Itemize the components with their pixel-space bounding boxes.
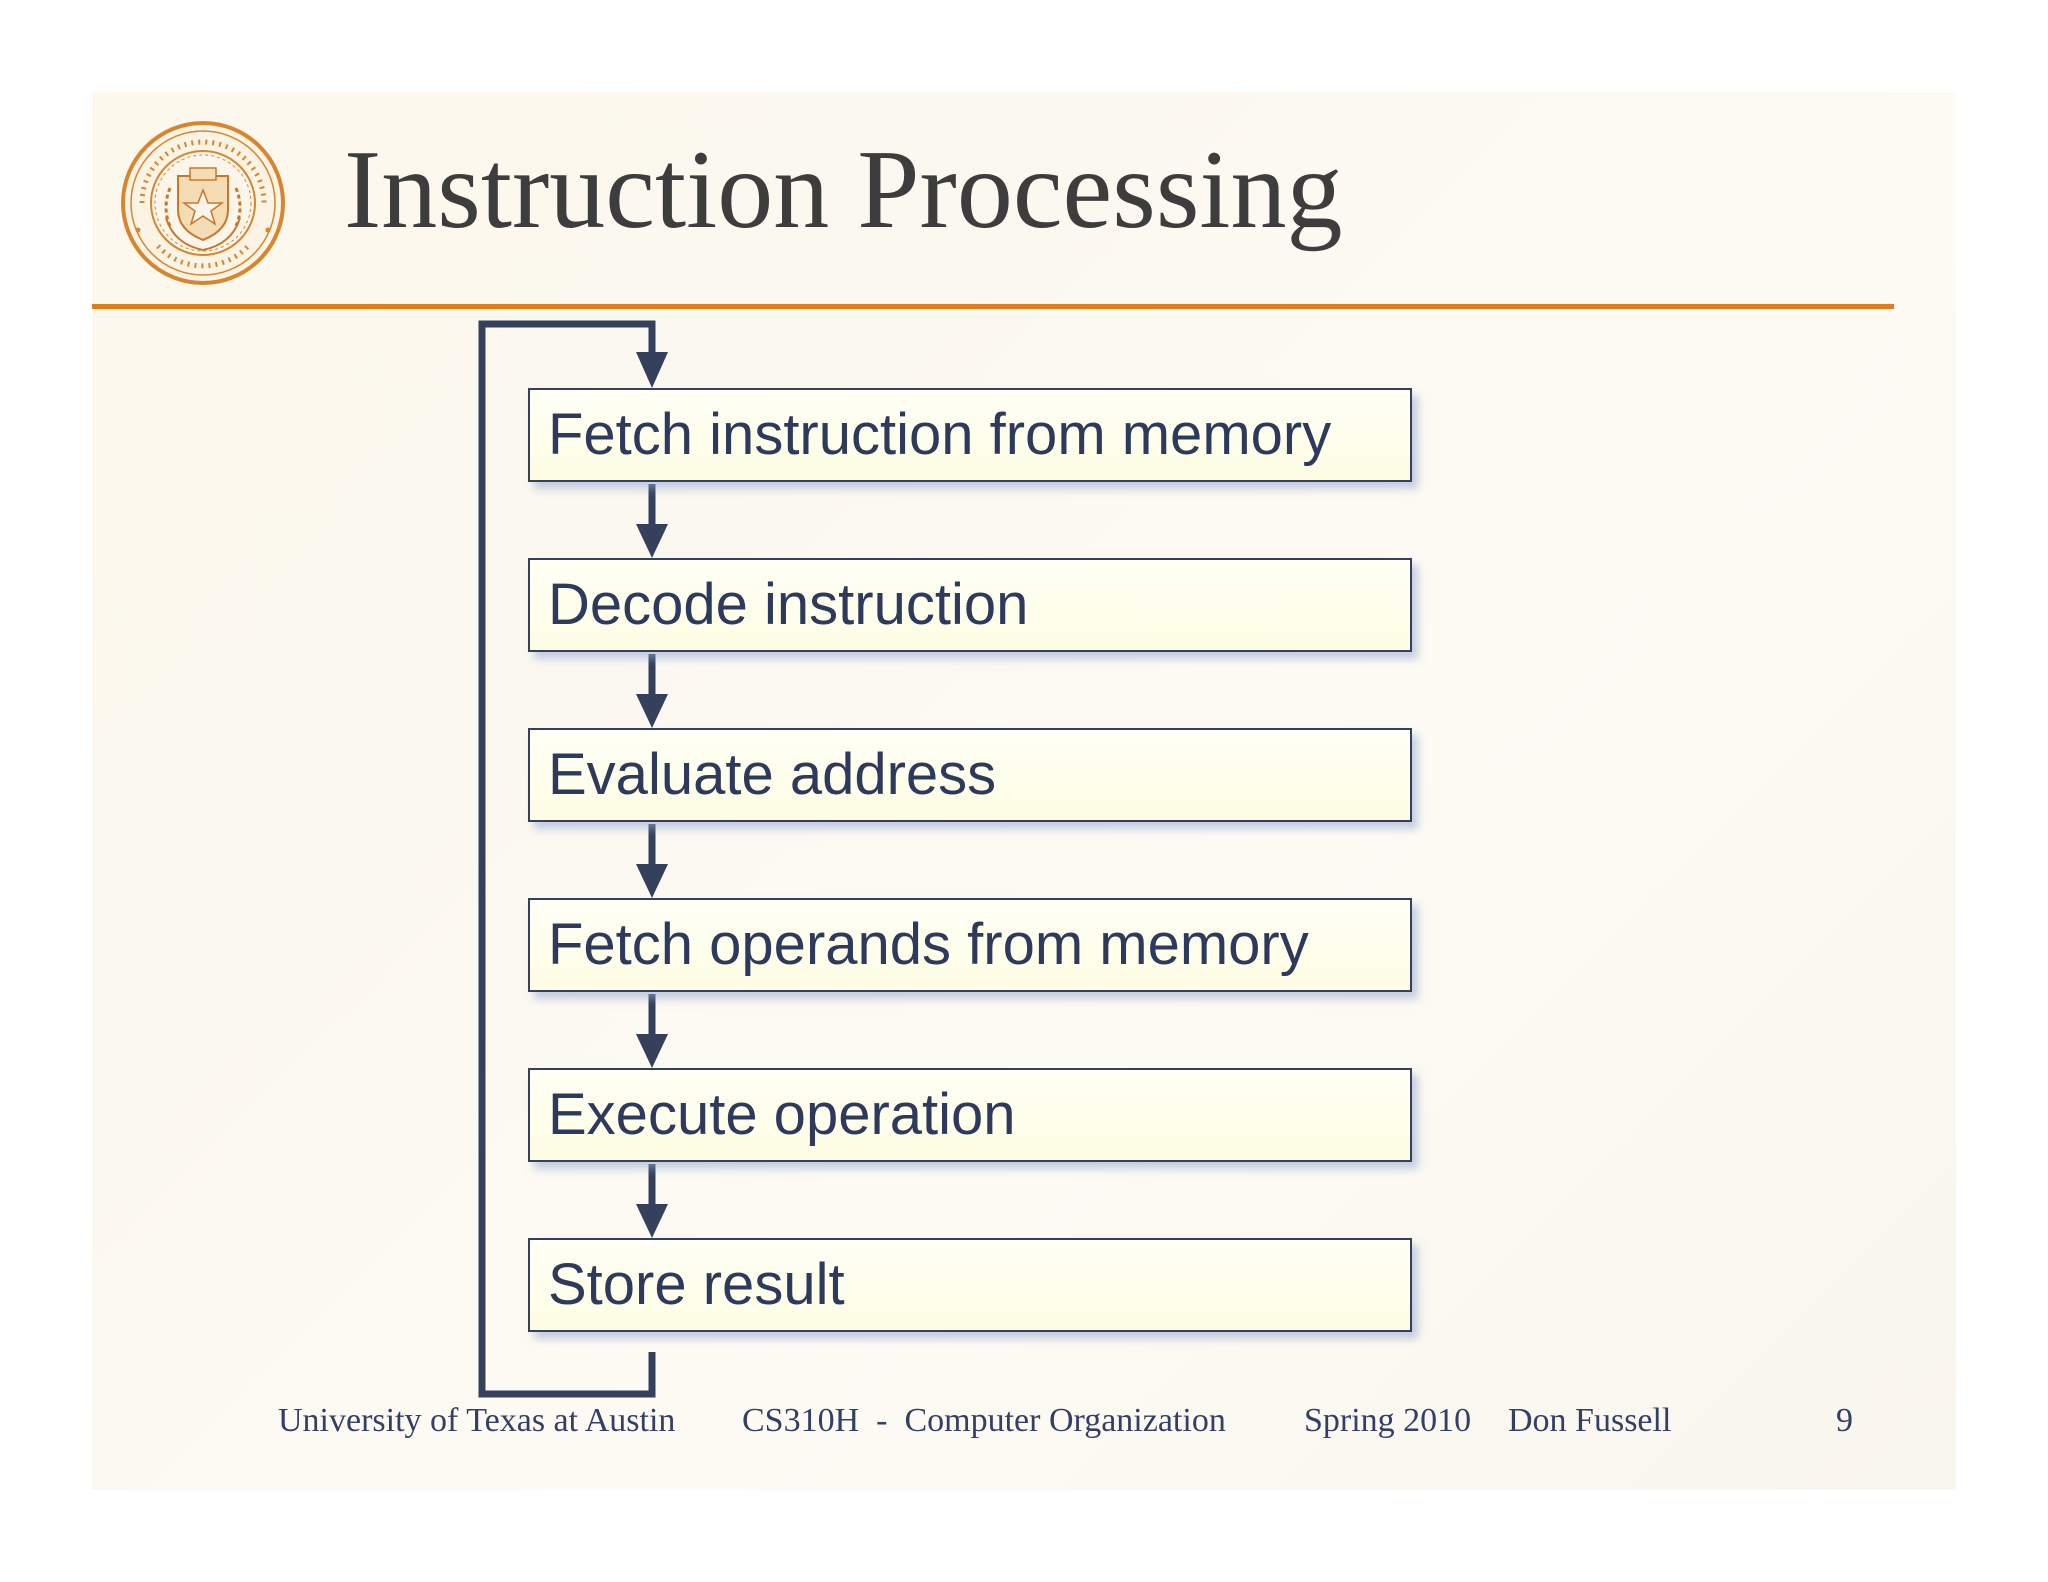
step-label: Execute operation <box>548 1082 1016 1147</box>
arrow-down-icon <box>636 1204 668 1238</box>
title-divider <box>92 304 1894 309</box>
step-store-result: Store result <box>528 1238 1412 1332</box>
footer-institution: University of Texas at Austin <box>278 1402 676 1439</box>
step-fetch-instruction: Fetch instruction from memory <box>528 388 1412 482</box>
loop-back-line <box>478 320 656 1398</box>
arrow-down-icon <box>636 352 668 388</box>
step-fetch-operands: Fetch operands from memory <box>528 898 1412 992</box>
step-label: Decode instruction <box>548 572 1029 637</box>
step-execute-operation: Execute operation <box>528 1068 1412 1162</box>
arrow-down-icon <box>636 1034 668 1068</box>
step-decode-instruction: Decode instruction <box>528 558 1412 652</box>
arrow-down-icon <box>636 864 668 898</box>
page-number: 9 <box>1836 1402 1853 1439</box>
slide-title: Instruction Processing <box>344 128 1343 252</box>
arrow-down-icon <box>636 524 668 558</box>
step-label: Fetch instruction from memory <box>548 402 1332 467</box>
step-label: Fetch operands from memory <box>548 912 1309 977</box>
footer-term: Spring 2010 <box>1304 1402 1472 1439</box>
arrow-down-icon <box>636 694 668 728</box>
step-label: Store result <box>548 1252 845 1317</box>
footer-author: Don Fussell <box>1508 1402 1672 1439</box>
step-label: Evaluate address <box>548 742 997 807</box>
footer-course: CS310H - Computer Organization <box>742 1402 1226 1439</box>
step-evaluate-address: Evaluate address <box>528 728 1412 822</box>
university-seal-icon <box>121 121 285 285</box>
